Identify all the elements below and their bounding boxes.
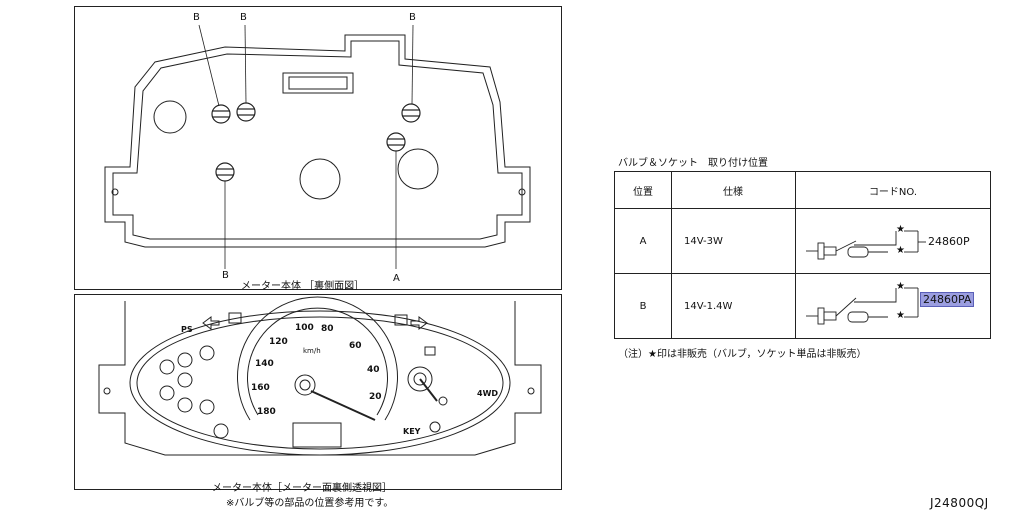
front-view-panel: 20 40 60 80 100 120 140 160 180 km/h PS … — [74, 294, 562, 490]
star-mark-3: ★ — [896, 281, 905, 292]
row-a-position: A — [614, 208, 672, 274]
socket-b1 — [211, 104, 231, 124]
header-code: コードNO. — [795, 171, 991, 209]
socket-a — [386, 132, 406, 152]
socket-b3 — [401, 103, 421, 123]
bulb-socket-icon — [806, 230, 926, 260]
indicator-key: KEY — [403, 427, 421, 436]
star-mark-2: ★ — [896, 245, 905, 256]
speed-mark-20: 20 — [369, 392, 382, 402]
header-spec: 仕様 — [671, 171, 796, 209]
front-view-subcaption: ※バルブ等の部品の位置参考用です。 — [226, 498, 394, 509]
speed-mark-180: 180 — [257, 407, 276, 417]
star-mark-4: ★ — [896, 310, 905, 321]
front-view-caption: メーター本体［メーター面裏側透視図］ — [212, 483, 392, 494]
table-title: バルブ＆ソケット 取り付け位置 — [618, 158, 768, 169]
socket-b4 — [215, 162, 235, 182]
label-b-top-3: B — [409, 12, 416, 23]
header-position: 位置 — [614, 171, 672, 209]
indicator-ps: PS — [181, 325, 193, 334]
table-header-row: 位置 仕様 コードNO. — [614, 171, 991, 209]
speed-mark-80: 80 — [321, 324, 334, 334]
rear-view-drawing — [104, 24, 531, 269]
front-view-drawing — [98, 296, 542, 456]
table-row: B 14V-1.4W ★ ★ 24860PA — [614, 273, 991, 339]
code-24860pa[interactable]: 24860PA — [920, 292, 975, 307]
row-a-code-cell: ★ ★ 24860P — [795, 208, 991, 274]
row-b-code-cell: ★ ★ 24860PA — [795, 273, 991, 339]
bulb-socket-icon — [806, 287, 919, 325]
speed-mark-60: 60 — [349, 341, 362, 351]
bulb-socket-table: 位置 仕様 コードNO. A 14V-3W — [614, 171, 991, 339]
speed-mark-40: 40 — [367, 365, 380, 375]
rear-view-panel: B B B B A メーター本体 ［裏側面図］ — [74, 6, 562, 292]
indicator-4wd: 4WD — [477, 389, 499, 398]
code-24860p: 24860P — [928, 235, 970, 248]
table-note: （注）★印は非販売（バルブ，ソケット単品は非販売） — [618, 349, 867, 360]
table-row: A 14V-3W ★ ★ 24860P — [614, 208, 991, 274]
speed-mark-100: 100 — [295, 323, 314, 333]
speed-mark-120: 120 — [269, 337, 288, 347]
speed-mark-140: 140 — [255, 359, 274, 369]
row-b-position: B — [614, 273, 672, 339]
diagram-id: J24800QJ — [930, 496, 989, 510]
socket-b2 — [236, 102, 256, 122]
row-b-spec: 14V-1.4W — [671, 273, 796, 339]
speed-unit: km/h — [303, 347, 321, 355]
label-b-top-1: B — [193, 12, 200, 23]
rear-view-caption: メーター本体 ［裏側面図］ — [241, 281, 365, 292]
label-b-top-2: B — [240, 12, 247, 23]
speed-mark-160: 160 — [251, 383, 270, 393]
label-a-bottom: A — [393, 273, 400, 284]
label-b-bottom: B — [222, 270, 229, 281]
row-a-spec: 14V-3W — [671, 208, 796, 274]
star-mark-1: ★ — [896, 224, 905, 235]
